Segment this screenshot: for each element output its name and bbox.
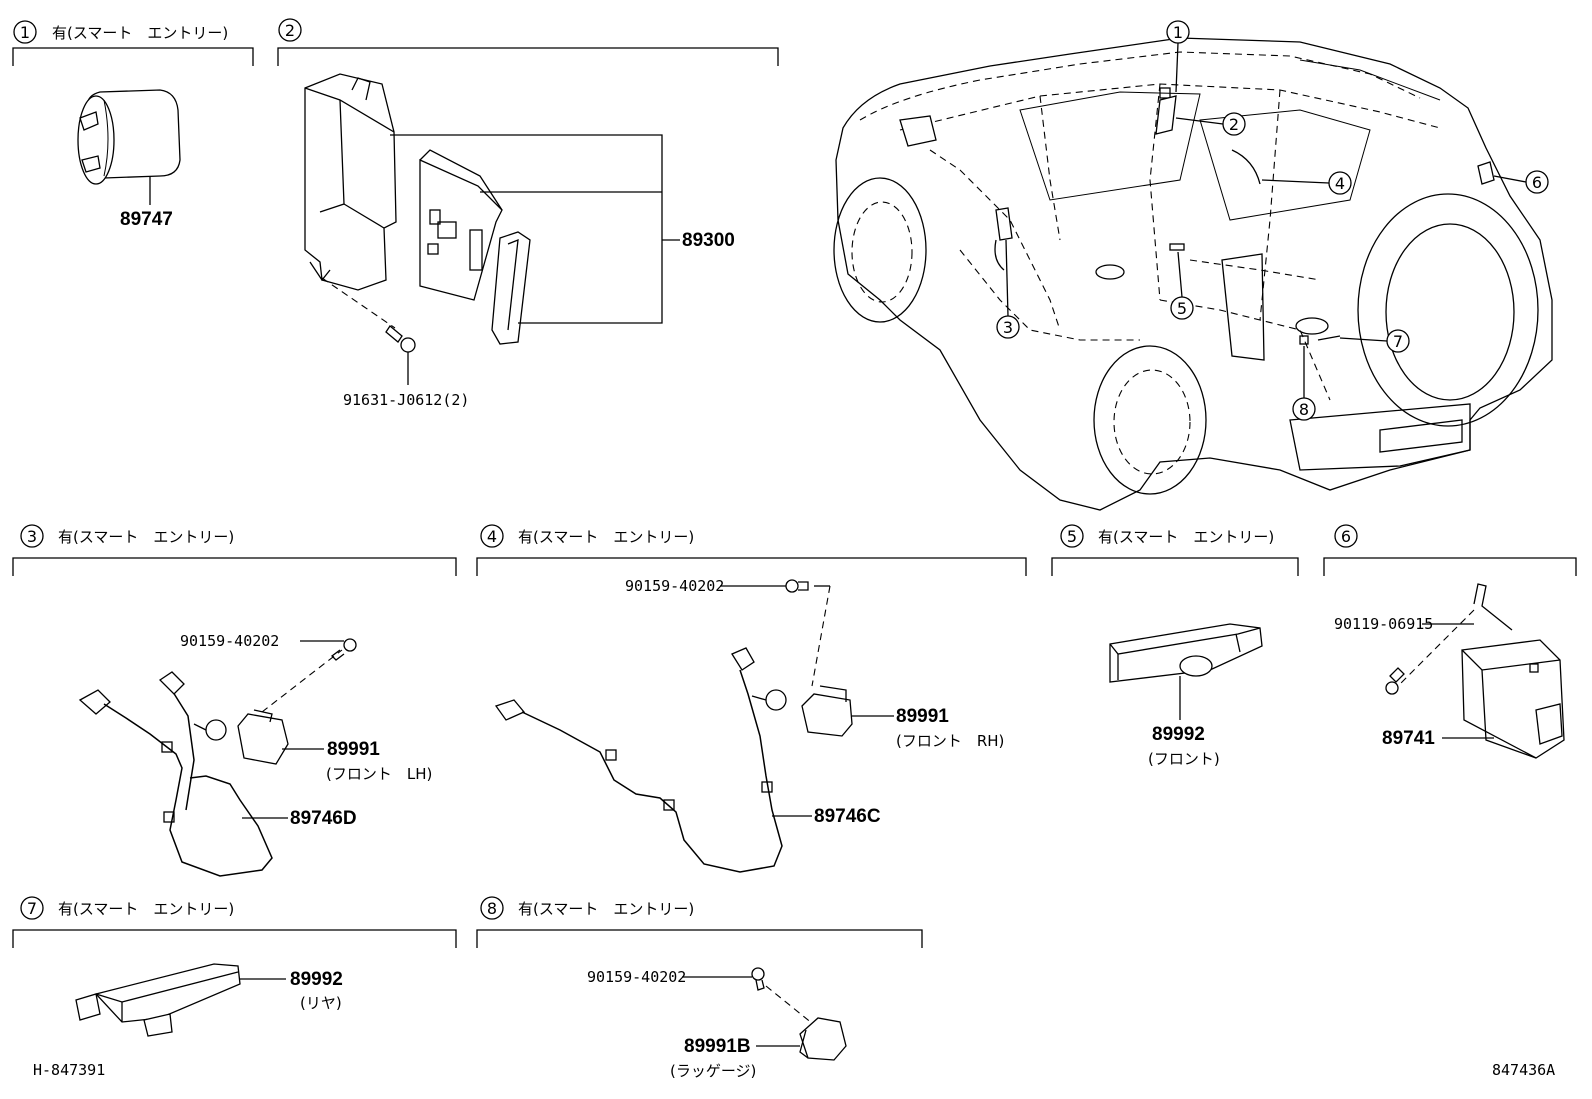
part-89747: 89747 <box>120 209 173 230</box>
svg-text:2: 2 <box>1229 115 1239 134</box>
vehicle-callout-2: 2 <box>1175 112 1246 136</box>
harness-rh-drawing <box>494 647 787 873</box>
part-s4-sensor: 89991 <box>896 706 949 727</box>
part-s5-antenna: 89992 <box>1152 724 1205 745</box>
svg-text:1: 1 <box>1173 23 1183 42</box>
section-5: 5 有(スマート エントリー) 89992 (フロント) <box>1051 524 1299 768</box>
part-s8-sensor: 89991B <box>684 1036 751 1057</box>
section-3-number: 3 <box>27 527 37 546</box>
part-s4-harness: 89746C <box>814 806 881 827</box>
vehicle-callout-4: 4 <box>1261 171 1352 195</box>
section-2: 2 89300 <box>277 18 779 409</box>
part-s3-sensor: 89991 <box>327 739 380 760</box>
section-3: 3 有(スマート エントリー) 90159-40202 89991 (フロント <box>12 524 457 877</box>
part-91631: 91631-J0612(2) <box>343 391 469 409</box>
svg-text:8: 8 <box>1299 400 1309 419</box>
section-4: 4 有(スマート エントリー) 90159-40202 89991 ( <box>476 524 1027 873</box>
antenna-rear-drawing <box>75 963 241 1037</box>
footer-right-code: 847436A <box>1492 1061 1555 1079</box>
section-7: 7 有(スマート エントリー) 89992 (リヤ) <box>12 896 457 1037</box>
section-4-label: 有(スマート エントリー) <box>518 528 694 546</box>
section-5-label: 有(スマート エントリー) <box>1098 528 1274 546</box>
sensor-lh-drawing <box>237 709 289 765</box>
bolt-drawing <box>751 967 765 991</box>
part-s3-harness: 89746D <box>290 808 357 829</box>
svg-text:3: 3 <box>1003 318 1013 337</box>
section-1: 1 有(スマート エントリー) 89747 <box>12 20 254 230</box>
part-s3-sensor-note: (フロント LH) <box>326 765 432 783</box>
vehicle-callout-5: 5 <box>1170 251 1194 320</box>
sensor-rh-drawing <box>801 685 853 737</box>
part-89300: 89300 <box>682 230 735 251</box>
section-8-number: 8 <box>487 899 497 918</box>
section-7-number: 7 <box>27 899 37 918</box>
bolt-drawing <box>331 638 357 661</box>
vehicle-callout-1: 1 <box>1166 20 1190 93</box>
section-2-number: 2 <box>285 21 295 40</box>
part-s6-unit: 89741 <box>1382 728 1435 749</box>
ecu-housing-drawing <box>304 73 397 291</box>
svg-text:7: 7 <box>1393 332 1403 351</box>
section-4-number: 4 <box>487 527 497 546</box>
bolt-drawing <box>785 579 809 593</box>
part-s8-sensor-note: (ラッゲージ) <box>670 1062 756 1080</box>
section-6: 6 90119-06915 89741 <box>1323 524 1577 759</box>
vehicle-callout-6: 6 <box>1493 170 1549 194</box>
section-3-label: 有(スマート エントリー) <box>58 528 234 546</box>
screw-drawing <box>385 325 416 353</box>
part-s7-antenna: 89992 <box>290 969 343 990</box>
receiver-unit-drawing <box>1461 583 1565 759</box>
touch-sensor-drawing <box>77 89 181 185</box>
connector-cover-drawing <box>491 231 531 345</box>
svg-text:6: 6 <box>1532 173 1542 192</box>
sensor-luggage-drawing <box>799 1017 847 1061</box>
part-s8-bolt: 90159-40202 <box>587 968 686 986</box>
section-7-label: 有(スマート エントリー) <box>58 900 234 918</box>
circuit-board-drawing <box>419 149 503 301</box>
part-s6-bolt: 90119-06915 <box>1334 615 1433 633</box>
part-s5-antenna-note: (フロント) <box>1148 750 1220 768</box>
section-8-label: 有(スマート エントリー) <box>518 900 694 918</box>
svg-text:4: 4 <box>1335 174 1345 193</box>
harness-lh-drawing <box>78 671 273 877</box>
section-6-number: 6 <box>1341 527 1351 546</box>
antenna-front-drawing <box>1109 623 1263 683</box>
section-1-number: 1 <box>20 23 30 42</box>
svg-text:5: 5 <box>1177 299 1187 318</box>
part-s4-sensor-note: (フロント RH) <box>896 732 1004 750</box>
vehicle-drawing: 1 2 3 4 5 6 7 <box>833 20 1553 511</box>
section-5-number: 5 <box>1067 527 1077 546</box>
part-s7-antenna-note: (リヤ) <box>300 994 342 1012</box>
part-s4-bolt: 90159-40202 <box>625 577 724 595</box>
vehicle-callout-3: 3 <box>996 239 1020 339</box>
section-1-label: 有(スマート エントリー) <box>52 24 228 42</box>
vehicle-callout-8: 8 <box>1292 346 1316 421</box>
bolt-drawing <box>1385 667 1405 695</box>
part-s3-bolt: 90159-40202 <box>180 632 279 650</box>
footer-left-code: H-847391 <box>33 1061 105 1079</box>
section-8: 8 有(スマート エントリー) 90159-40202 89991B (ラッゲー… <box>476 896 923 1080</box>
vehicle-callout-7: 7 <box>1339 329 1410 353</box>
